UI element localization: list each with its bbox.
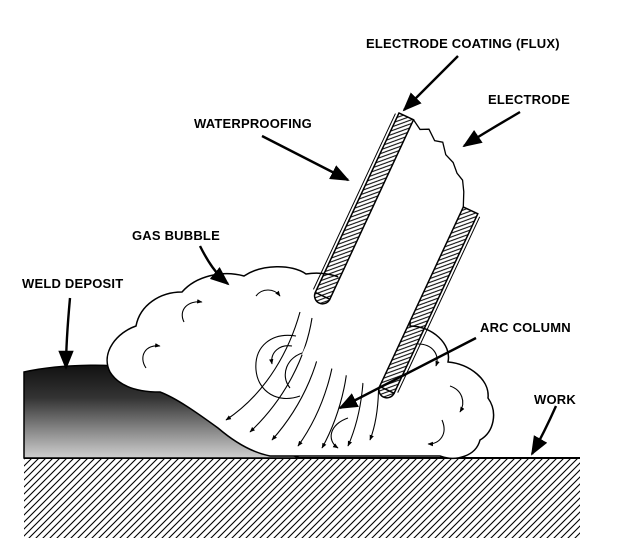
work-leader [530,405,558,456]
arc-column-leader [338,336,477,410]
electrode-core [301,118,488,391]
labels: ELECTRODE COATING (FLUX) ELECTRODE WATER… [22,36,576,407]
label-weld-deposit: WELD DEPOSIT [22,276,123,291]
gas-bubble-leader [198,245,230,286]
coating-leader [402,55,459,112]
label-electrode-coating: ELECTRODE COATING (FLUX) [366,36,560,51]
label-waterproofing: WATERPROOFING [194,116,312,131]
electrode-leader [462,110,521,148]
work-piece [24,457,580,538]
label-arc-column: ARC COLUMN [480,320,571,335]
label-gas-bubble: GAS BUBBLE [132,228,220,243]
leader-lines [58,55,558,456]
electrode-broken-edge [412,119,465,208]
waterproofing-leader [261,134,350,182]
label-electrode: ELECTRODE [488,92,570,107]
label-work: WORK [534,392,576,407]
electrode-assembly [301,112,488,399]
flux-coating-right [378,205,479,395]
weld-deposit-leader [58,297,74,370]
